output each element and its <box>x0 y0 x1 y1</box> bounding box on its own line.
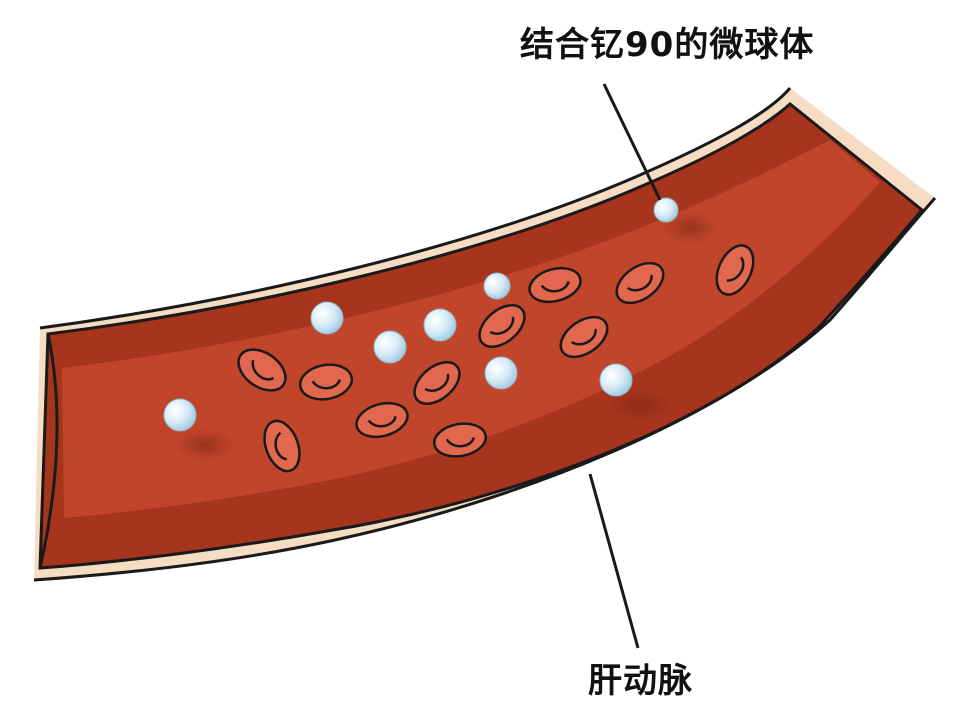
microsphere <box>423 308 457 342</box>
leader-line-artery <box>588 473 640 649</box>
red-blood-cell <box>559 315 609 359</box>
label-hepatic-artery: 肝动脉 <box>588 661 693 701</box>
vessel-top-outline <box>39 87 792 330</box>
red-blood-cell <box>413 361 461 405</box>
microsphere <box>310 301 344 335</box>
microsphere <box>653 197 679 223</box>
red-blood-cell <box>615 261 665 305</box>
label-microsphere: 结合钇90的微球体 <box>520 25 815 65</box>
red-blood-cell <box>298 363 354 401</box>
red-blood-cell <box>355 401 409 439</box>
microsphere <box>483 272 511 300</box>
leader-line-microsphere <box>602 83 662 201</box>
red-blood-cell <box>237 348 287 392</box>
microsphere-shadows <box>175 212 718 461</box>
red-blood-cell <box>478 304 526 348</box>
red-blood-cell <box>432 422 488 458</box>
red-blood-cell <box>528 266 582 304</box>
vessel-left-edge <box>38 333 59 569</box>
red-blood-cells <box>237 244 755 473</box>
microspheres <box>163 197 679 432</box>
microsphere <box>163 398 197 432</box>
red-blood-cell <box>263 419 301 473</box>
vessel-bottom-outline <box>33 197 937 582</box>
red-blood-cell <box>715 244 755 296</box>
microsphere <box>373 330 407 364</box>
microsphere <box>599 363 633 397</box>
microsphere <box>484 356 518 390</box>
